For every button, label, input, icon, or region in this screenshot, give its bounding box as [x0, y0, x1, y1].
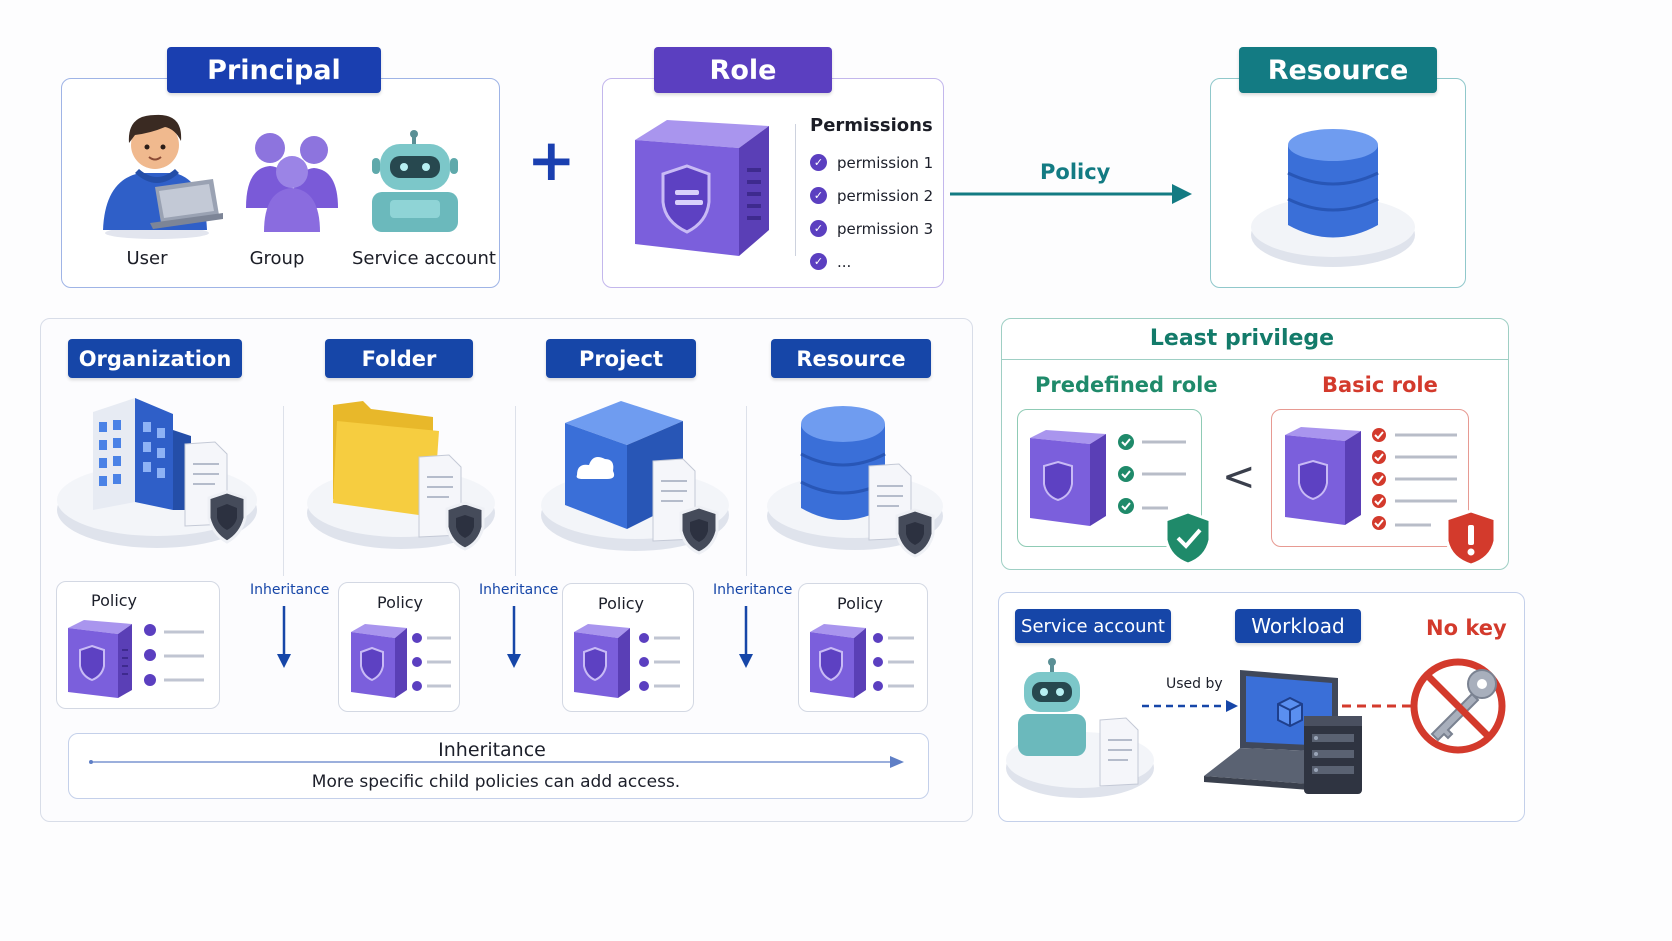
inheritance-footer-title: Inheritance — [438, 739, 546, 761]
predefined-role-label: Predefined role — [1035, 373, 1218, 397]
inheritance-footer — [68, 733, 929, 799]
plus-sign: + — [527, 126, 576, 194]
separator — [515, 406, 516, 576]
predefined-role-icon — [1030, 430, 1212, 566]
permission-item: ✓permission 2 — [810, 179, 933, 212]
organization-header: Organization — [68, 339, 242, 378]
policy-card-icon — [68, 620, 204, 698]
permissions-heading: Permissions — [810, 115, 933, 136]
inheritance-label: Inheritance — [250, 582, 330, 598]
no-key-dashed-line — [1342, 704, 1412, 708]
policy-card-icon — [351, 624, 451, 698]
inheritance-arrow — [507, 606, 521, 668]
project-header: Project — [546, 339, 696, 378]
check-icon: ✓ — [810, 220, 827, 237]
database-icon — [1251, 129, 1415, 267]
inheritance-footer-arrow — [89, 756, 904, 768]
policy-card-label: Policy — [377, 593, 424, 612]
inheritance-arrow — [277, 606, 291, 668]
inheritance-footer-text: More specific child policies can add acc… — [311, 772, 681, 792]
separator — [283, 406, 284, 576]
robot-icon — [372, 130, 458, 232]
service-account-label: Service account — [352, 248, 496, 269]
separator — [746, 406, 747, 576]
comparison-less-than: < — [1222, 454, 1256, 500]
user-label: User — [126, 248, 168, 269]
used-by-label: Used by — [1166, 676, 1223, 692]
cloud-icon — [541, 401, 729, 555]
check-icon: ✓ — [810, 154, 827, 171]
policy-card-label: Policy — [91, 591, 138, 610]
check-icon: ✓ — [810, 253, 827, 270]
basic-role-icon — [1285, 427, 1497, 567]
resource-level-header: Resource — [771, 339, 931, 378]
folder-header: Folder — [325, 339, 473, 378]
policy-card-label: Policy — [598, 594, 645, 613]
check-icon: ✓ — [810, 187, 827, 204]
policy-card-label: Policy — [837, 594, 884, 613]
permission-item: ✓permission 1 — [810, 146, 933, 179]
folder-icon — [307, 401, 495, 551]
laptop-icon — [1204, 670, 1362, 794]
permission-item: ✓permission 3 — [810, 212, 933, 245]
server-icon — [635, 120, 769, 256]
inheritance-arrow — [739, 606, 753, 668]
inheritance-label: Inheritance — [713, 582, 793, 598]
role-header: Role — [654, 47, 832, 93]
group-icon — [246, 133, 338, 232]
policy-card-icon — [810, 624, 914, 698]
prohibited-icon — [1410, 658, 1506, 754]
database-icon — [767, 406, 943, 558]
inheritance-label: Inheritance — [479, 582, 559, 598]
key-icon — [1430, 669, 1497, 742]
permission-item: ✓... — [810, 245, 933, 278]
workload-header: Workload — [1235, 609, 1361, 643]
policy-arrow — [950, 184, 1192, 204]
permissions-list: ✓permission 1 ✓permission 2 ✓permission … — [810, 146, 933, 278]
principal-header: Principal — [167, 47, 381, 93]
used-by-arrow — [1142, 700, 1238, 712]
no-key-label: No key — [1426, 616, 1507, 640]
resource-header: Resource — [1239, 47, 1437, 93]
group-label: Group — [249, 248, 305, 269]
robot-icon — [1006, 658, 1154, 798]
least-privilege-divider — [1002, 359, 1508, 360]
least-privilege-title: Least privilege — [1149, 326, 1335, 351]
permissions-divider — [795, 124, 796, 256]
policy-card-icon — [574, 624, 680, 698]
service-account-header: Service account — [1015, 609, 1171, 643]
policy-arrow-label: Policy — [1040, 160, 1111, 184]
basic-role-label: Basic role — [1322, 373, 1438, 397]
building-icon — [57, 398, 257, 548]
user-icon — [103, 114, 223, 239]
